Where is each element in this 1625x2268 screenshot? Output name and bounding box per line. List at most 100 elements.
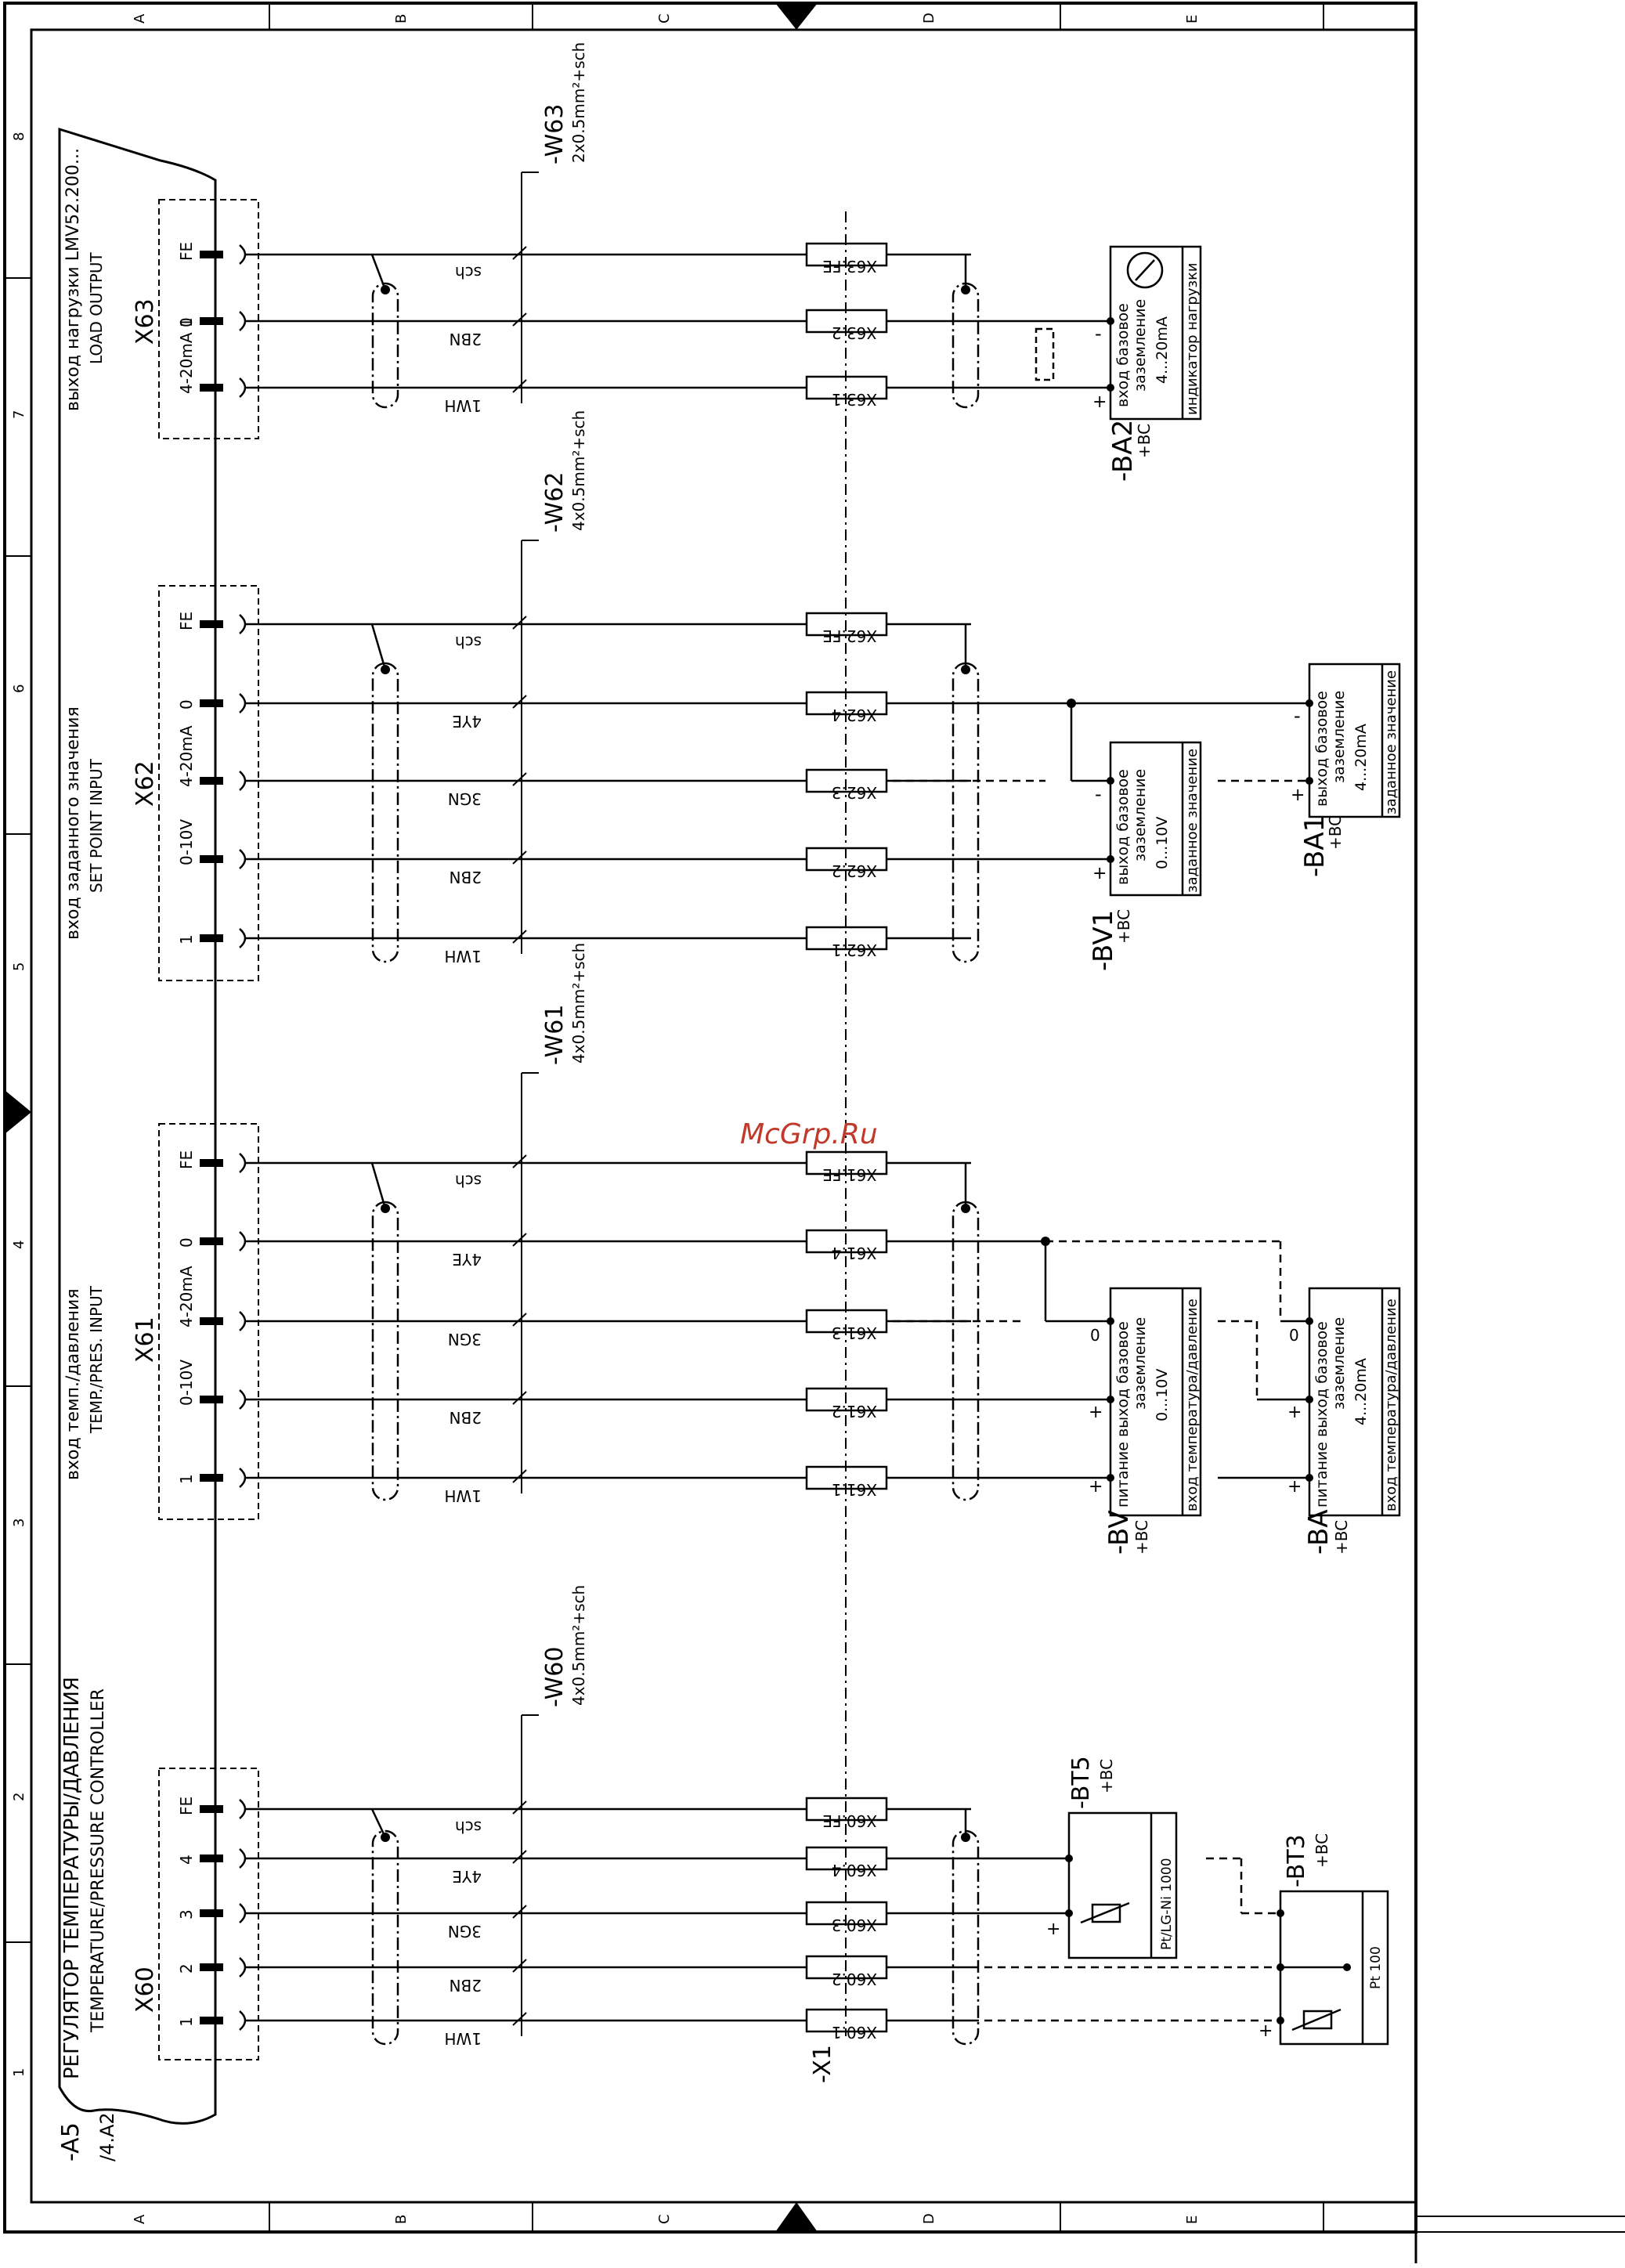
ba-loc: +BC xyxy=(1332,1520,1351,1555)
frame-row-label: 5 xyxy=(11,962,27,971)
bv-line-2: заземление xyxy=(1132,1317,1149,1410)
socket-icon xyxy=(239,311,247,331)
device-texts: -BT5 +BC Pt/LG-Ni 1000 + -BT3 +BC Pt 100… xyxy=(1046,262,1399,2041)
cable-shield xyxy=(952,282,980,409)
terminal-label: X62.FE xyxy=(822,627,877,645)
frame-column-label: D xyxy=(921,13,937,23)
connector-title-en: LOAD OUTPUT xyxy=(87,251,106,364)
bt3-tag: -BT3 xyxy=(1283,1834,1310,1887)
terminal-label: X61.1 xyxy=(832,1480,877,1499)
pin-label: 1 xyxy=(177,1474,196,1484)
ba1-sign-2: - xyxy=(1294,705,1301,727)
cable-tag: -W62 xyxy=(541,472,569,533)
connector-title-en: SET POINT INPUT xyxy=(87,758,106,893)
ba1-loc: +BC xyxy=(1326,815,1345,850)
bv1-tag: -BV1 xyxy=(1088,910,1119,971)
connector-title-en: TEMP./PRES. INPUT xyxy=(87,1285,106,1434)
ba2-line-2: заземление xyxy=(1132,299,1149,392)
frame-column-label: B xyxy=(393,14,410,23)
ba2-sign-2: - xyxy=(1095,323,1102,345)
connector-title-ru: вход темп./давления xyxy=(63,1288,83,1480)
wire-label: 4YE xyxy=(452,1250,482,1269)
centering-marks xyxy=(5,3,818,2232)
pin-contact xyxy=(200,1396,223,1403)
bv-sign-2: + xyxy=(1089,1403,1103,1422)
terminal-label: X63.1 xyxy=(832,390,877,409)
frame-column-label: E xyxy=(1184,15,1201,23)
ba-sign-1: + xyxy=(1287,1477,1302,1497)
bv1-line-4: заданное значение xyxy=(1184,749,1201,893)
socket-icon xyxy=(239,928,247,948)
connector-name: X63 xyxy=(132,298,159,345)
module-tag: -A5 xyxy=(57,2122,85,2161)
cable-shield xyxy=(371,1829,399,2046)
watermark: McGrp.Ru xyxy=(740,1118,878,1150)
wire-label: 1WH xyxy=(444,1486,482,1505)
ba2-line-1: вход базовое xyxy=(1114,303,1132,407)
terminal-label: X60.2 xyxy=(832,1970,877,1988)
ba2-loc: +BC xyxy=(1135,424,1154,458)
ba1-line-1: выход базовое xyxy=(1313,691,1331,807)
pin-contact xyxy=(200,1159,223,1167)
frame-column-label: A xyxy=(132,2214,148,2224)
connector-name: X60 xyxy=(132,1966,159,2013)
ba1-sign-1: + xyxy=(1291,785,1305,805)
socket-icon xyxy=(239,1389,247,1410)
pin-contact xyxy=(200,2017,223,2024)
bv1-line-1: выход базовое xyxy=(1114,769,1132,885)
bv1-line-3: 0...10V xyxy=(1154,817,1171,869)
connector-box xyxy=(158,585,259,981)
bv-line-1: питание выход базовое xyxy=(1114,1321,1132,1508)
wire-label: 1WH xyxy=(444,2029,482,2048)
connector-box xyxy=(158,199,259,439)
bv-sign-3: 0 xyxy=(1090,1326,1100,1345)
pin-contact xyxy=(200,620,223,628)
terminal-label: X62.3 xyxy=(832,783,877,802)
pin-contact xyxy=(200,1474,223,1482)
wire-label: 2BN xyxy=(450,330,482,349)
pin-contact xyxy=(200,1317,223,1325)
ba1-device-box xyxy=(1308,663,1401,818)
frame-column-label: C xyxy=(656,13,673,23)
ba2-sign-1: + xyxy=(1092,392,1107,412)
cable-spec: 4x0.5mm²+sch xyxy=(569,1585,588,1706)
bt5-tag: -BT5 xyxy=(1067,1756,1095,1809)
socket-icon xyxy=(239,1848,247,1869)
pin-contact xyxy=(200,384,223,392)
pin-contact xyxy=(200,251,223,258)
socket-icon xyxy=(239,1153,247,1173)
ba-sign-2: + xyxy=(1287,1403,1302,1422)
bv1-sign-1: + xyxy=(1092,864,1107,883)
socket-icon xyxy=(239,377,247,398)
frame-column-label: A xyxy=(132,13,148,23)
terminal-label: X61.4 xyxy=(832,1244,877,1262)
pin-label: 0 xyxy=(177,1237,196,1248)
bv-line-3: 0...10V xyxy=(1154,1369,1171,1421)
pin-label: FE xyxy=(177,1150,196,1169)
socket-icon xyxy=(239,1468,247,1488)
ba-line-1: питание выход базовое xyxy=(1313,1321,1331,1508)
cable-spec: 4x0.5mm²+sch xyxy=(569,410,588,531)
ba2-tag: -BA2 xyxy=(1107,420,1139,482)
socket-icon xyxy=(239,2010,247,2031)
wire-label: sch xyxy=(455,633,482,652)
terminal-label: X63.2 xyxy=(832,323,877,342)
frame-column-label: E xyxy=(1184,2216,1201,2224)
wire-label: sch xyxy=(455,1818,482,1836)
pin-label: 1 xyxy=(177,2017,196,2027)
module-outline xyxy=(58,127,217,2125)
device-junctions xyxy=(1041,317,1351,2024)
terminal-label: X60.FE xyxy=(822,1811,877,1830)
pin-label: 3 xyxy=(177,1909,196,1919)
socket-icon xyxy=(239,244,247,265)
terminal-label: X60.3 xyxy=(832,1916,877,1934)
